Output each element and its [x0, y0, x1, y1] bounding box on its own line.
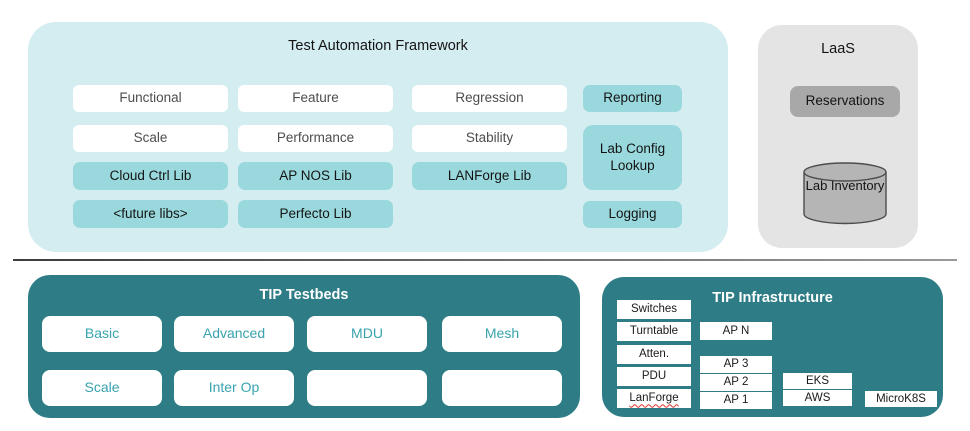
tip-infrastructure-panel: TIP Infrastructure Switches Turntable At…: [602, 277, 943, 417]
testbed-box-empty-2: [442, 370, 562, 406]
infra-box-atten: Atten.: [617, 345, 691, 364]
taf-box-logging: Logging: [583, 201, 682, 228]
taf-box-functional: Functional: [73, 85, 228, 112]
infra-box-aws: AWS: [783, 390, 852, 406]
infra-box-eks: EKS: [783, 373, 852, 389]
tip-infrastructure-title: TIP Infrastructure: [712, 290, 833, 306]
tip-testbeds-panel: TIP Testbeds Basic Advanced MDU Mesh Sca…: [28, 275, 580, 418]
taf-panel-title: Test Automation Framework: [288, 38, 468, 54]
infra-box-turntable: Turntable: [617, 322, 691, 341]
taf-box-scale: Scale: [73, 125, 228, 152]
taf-box-future-libs: <future libs>: [73, 200, 228, 228]
infra-box-ap-3: AP 3: [700, 356, 772, 373]
taf-box-stability: Stability: [412, 125, 567, 152]
lab-inventory-label: Lab Inventory: [805, 178, 885, 193]
infra-box-ap-1: AP 1: [700, 392, 772, 409]
testbed-box-basic: Basic: [42, 316, 162, 352]
infra-box-pdu: PDU: [617, 367, 691, 386]
taf-box-feature: Feature: [238, 85, 393, 112]
testbed-box-inter-op: Inter Op: [174, 370, 294, 406]
taf-box-performance: Performance: [238, 125, 393, 152]
tip-testbeds-title: TIP Testbeds: [259, 287, 349, 303]
testbed-box-mesh: Mesh: [442, 316, 562, 352]
infra-box-ap-2: AP 2: [700, 374, 772, 391]
database-cylinder-icon: [803, 162, 887, 225]
section-divider-line: [13, 259, 957, 261]
taf-box-lanforge-lib: LANForge Lib: [412, 162, 567, 190]
laas-panel: LaaS Reservations Lab Inventory: [758, 25, 918, 248]
infra-lanforge-label: LanForge: [629, 392, 679, 405]
taf-box-regression: Regression: [412, 85, 567, 112]
laas-box-reservations: Reservations: [790, 86, 900, 117]
lab-inventory-cylinder: Lab Inventory: [802, 161, 888, 225]
taf-box-cloud-ctrl-lib: Cloud Ctrl Lib: [73, 162, 228, 190]
testbed-box-mdu: MDU: [307, 316, 427, 352]
taf-box-lab-config-lookup: Lab Config Lookup: [583, 125, 682, 190]
taf-box-ap-nos-lib: AP NOS Lib: [238, 162, 393, 190]
infra-box-microk8s: MicroK8S: [865, 391, 937, 407]
testbed-box-scale: Scale: [42, 370, 162, 406]
infra-box-lanforge: LanForge: [617, 389, 691, 408]
testbed-box-advanced: Advanced: [174, 316, 294, 352]
test-automation-framework-panel: Test Automation Framework Functional Fea…: [28, 22, 728, 252]
laas-panel-title: LaaS: [821, 41, 855, 57]
taf-box-reporting: Reporting: [583, 85, 682, 112]
infra-box-switches: Switches: [617, 300, 691, 319]
infra-box-ap-n: AP N: [700, 322, 772, 340]
testbed-box-empty-1: [307, 370, 427, 406]
taf-box-perfecto-lib: Perfecto Lib: [238, 200, 393, 228]
